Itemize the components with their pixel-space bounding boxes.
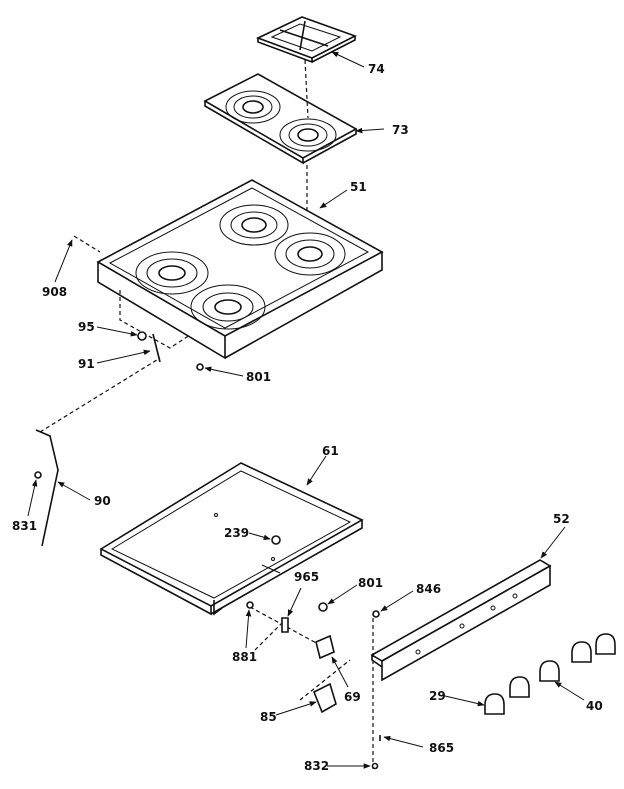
label-239: 239	[224, 526, 249, 540]
label-865: 865	[429, 741, 454, 755]
label-61: 61	[322, 444, 339, 458]
burner-grate-74	[255, 16, 358, 64]
label-85: 85	[260, 710, 277, 724]
label-73: 73	[392, 123, 409, 137]
label-881: 881	[232, 650, 257, 664]
label-801-lower: 801	[358, 576, 383, 590]
label-69: 69	[344, 690, 361, 704]
label-51: 51	[350, 180, 367, 194]
label-40: 40	[586, 699, 603, 713]
alignment-lines	[39, 59, 374, 770]
control-rail-52	[370, 559, 552, 682]
label-908: 908	[42, 285, 67, 299]
part-labels: 74 73 51 908 95 91 801 61 90 831 239 965…	[12, 62, 603, 773]
hardware	[137, 331, 381, 770]
leader-lines	[27, 51, 585, 769]
lower-panel-61	[99, 462, 364, 616]
label-846: 846	[416, 582, 441, 596]
label-801-upper: 801	[246, 370, 271, 384]
label-91: 91	[78, 357, 95, 371]
label-52: 52	[553, 512, 570, 526]
label-29: 29	[429, 689, 446, 703]
cooktop-51	[96, 179, 384, 360]
drip-pan-73	[203, 73, 358, 165]
label-832: 832	[304, 759, 329, 773]
label-831: 831	[12, 519, 37, 533]
label-74: 74	[368, 62, 385, 76]
rod-90	[34, 429, 59, 547]
label-90: 90	[94, 494, 111, 508]
knobs	[484, 633, 616, 715]
label-95: 95	[78, 320, 95, 334]
label-965: 965	[294, 570, 319, 584]
